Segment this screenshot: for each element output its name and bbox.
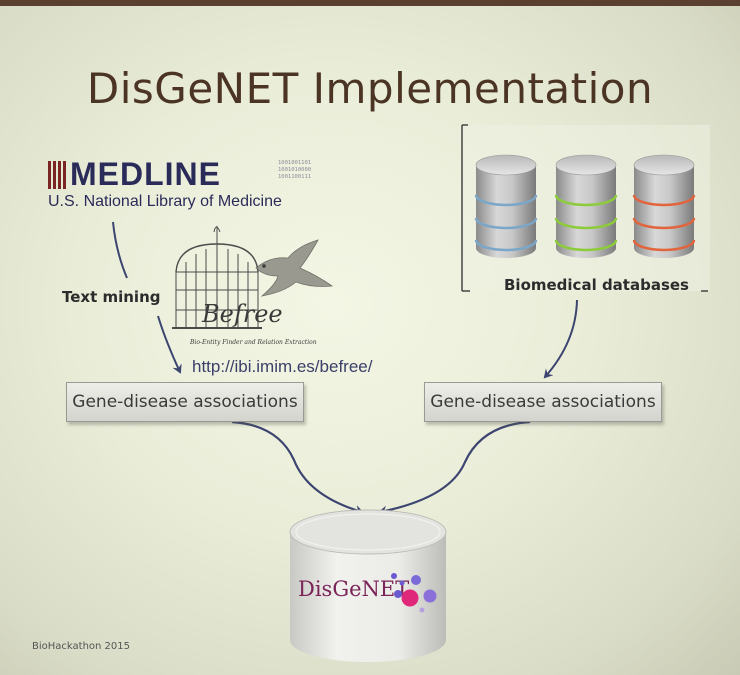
arrow-medline-to-textmining bbox=[112, 221, 128, 279]
befree-logo-text: Befree bbox=[201, 300, 283, 328]
gene-disease-associations-box-right: Gene-disease associations bbox=[424, 382, 662, 422]
befree-url-link[interactable]: http://ibi.imim.es/befree/ bbox=[192, 357, 373, 376]
disgenet-logo-text: DisGeNET bbox=[298, 577, 409, 601]
medline-binary: 1001001101 1001010000 1001100111 bbox=[278, 160, 311, 181]
gene-disease-associations-box-left: Gene-disease associations bbox=[66, 382, 304, 422]
disgenet-database-icon bbox=[289, 509, 447, 662]
befree-tagline: Bio-Entity Finder and Relation Extractio… bbox=[190, 339, 317, 346]
arrow-databases-to-gda bbox=[543, 299, 578, 379]
medline-subtitle: U.S. National Library of Medicine bbox=[48, 193, 282, 210]
befree-logo-icon bbox=[172, 226, 334, 329]
database-icon-blue bbox=[474, 154, 538, 258]
database-icon-green bbox=[554, 154, 618, 258]
medline-binary-line: 1001100111 bbox=[278, 174, 312, 180]
arrow-left-gda-to-disgenet bbox=[231, 420, 364, 515]
slide-top-border bbox=[0, 0, 740, 6]
arrow-textmining-to-gda bbox=[157, 315, 182, 374]
text-mining-label: Text mining bbox=[62, 288, 161, 306]
slide-title: DisGeNET Implementation bbox=[86, 64, 654, 113]
medline-logo: MEDLINE 1001001101 1001010000 1001100111… bbox=[48, 156, 311, 220]
footer-text: BioHackathon 2015 bbox=[32, 641, 130, 652]
medline-bars-icon bbox=[48, 161, 68, 193]
arrow-right-gda-to-disgenet bbox=[378, 420, 531, 516]
disgenet-logo: DisGeNET bbox=[298, 573, 437, 613]
medline-wordmark: MEDLINE bbox=[70, 156, 221, 192]
medline-binary-line: 1001010000 bbox=[278, 167, 312, 173]
medline-binary-line: 1001001101 bbox=[278, 160, 312, 166]
biomedical-databases-label: Biomedical databases bbox=[504, 276, 689, 294]
database-icon-orange bbox=[632, 154, 696, 258]
